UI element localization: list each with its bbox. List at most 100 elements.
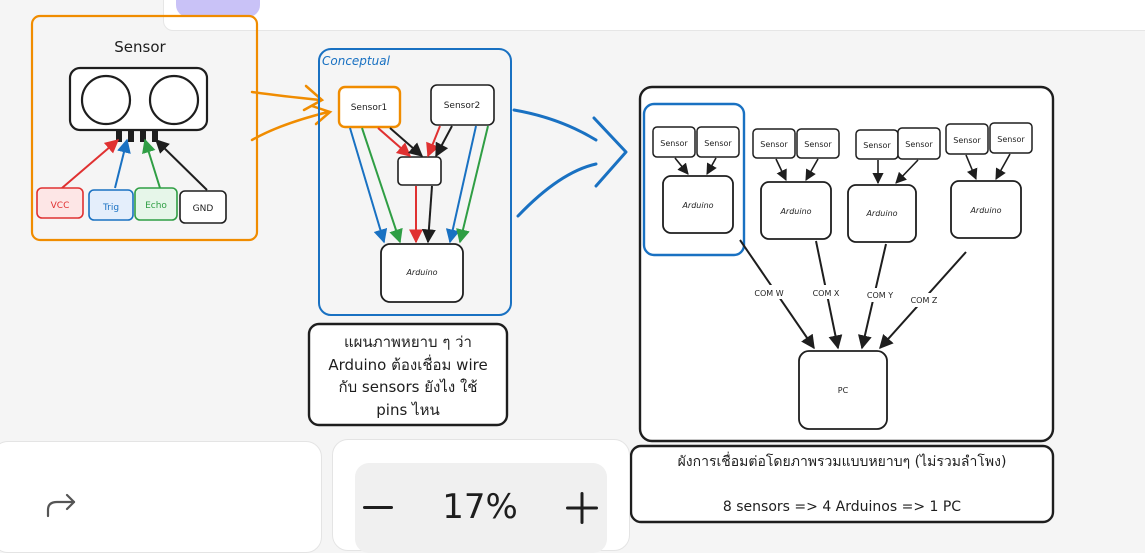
zoom-out-button[interactable]	[356, 486, 400, 530]
orange-arrow-lower	[250, 110, 330, 142]
redo-button[interactable]	[44, 488, 80, 524]
pc-label: PC	[838, 386, 849, 395]
g4-arduino-label: Arduino	[969, 206, 1001, 215]
g1-arrow-a	[674, 157, 689, 175]
g1-arrow-b	[706, 157, 717, 175]
com-y-label: COM Y	[867, 291, 893, 300]
blue-flow-arrows	[512, 108, 628, 218]
conceptual-frame[interactable]: Conceptual Sensor1 Sensor2 Arduino	[318, 48, 512, 316]
trig-pin-label: Trig	[102, 203, 119, 213]
conceptual-arduino-box	[380, 243, 464, 303]
echo-wire	[142, 138, 161, 189]
g3-arrow-b	[895, 159, 919, 184]
g3-sensor-b	[897, 127, 941, 160]
g4-arrow-b	[995, 153, 1011, 180]
zoom-in-button[interactable]	[560, 486, 604, 530]
sensor-pin-1	[116, 131, 122, 142]
sensor-pin-4	[152, 131, 158, 142]
blue-arrowhead	[592, 116, 628, 188]
conceptual-arduino-label: Arduino	[405, 268, 437, 277]
plus-icon	[566, 492, 598, 524]
g2-sensor-b	[796, 128, 840, 159]
vcc-pin-label: VCC	[51, 201, 70, 211]
vcc-wire	[61, 139, 120, 189]
g3-arduino	[847, 184, 917, 243]
g1-arduino-label: Arduino	[681, 201, 713, 210]
g1-sensor-b-label: Sensor	[704, 139, 732, 148]
g4-sensor-a	[945, 123, 989, 155]
s2-trig-wire	[445, 125, 477, 244]
gnd-wire	[155, 139, 208, 191]
note-line-1: แผนภาพหยาบ ๆ ว่า	[344, 333, 472, 351]
sensor-card-title: Sensor	[114, 38, 166, 56]
g1-arduino	[662, 175, 734, 234]
sensor-eye-right	[148, 74, 200, 126]
com-y-label-bg	[860, 288, 900, 302]
redo-arrow-icon	[46, 493, 76, 518]
note-line-2: Arduino ต้องเชื่อม wire	[328, 354, 487, 374]
gnd-pin-label: GND	[193, 204, 214, 214]
g1-sensor-a-label: Sensor	[660, 139, 688, 148]
minus-icon	[363, 506, 393, 509]
g3-sensor-b-label: Sensor	[905, 140, 933, 149]
echo-pin-label: Echo	[145, 201, 167, 211]
g3-sensor-a-label: Sensor	[863, 141, 891, 150]
s2-echo-wire	[456, 125, 489, 244]
sensor1-label: Sensor1	[351, 103, 388, 113]
s2-gnd-wire	[435, 125, 453, 158]
s1-trig-wire	[349, 127, 388, 244]
com-x-label: COM X	[813, 289, 840, 298]
pc-box	[798, 350, 888, 430]
g2-arrow-a	[775, 158, 787, 182]
junction-box	[397, 156, 442, 186]
orange-arrowhead-upper	[302, 84, 325, 112]
ultrasonic-sensor-body	[68, 66, 209, 132]
caption-line-1: ผังการเชื่อมต่อโดยภาพรวมแบบหยาบๆ (ไม่รวม…	[678, 452, 1007, 470]
g4-sensor-a-label: Sensor	[953, 136, 981, 145]
g3-arduino-label: Arduino	[865, 209, 897, 218]
sensor-card[interactable]: Sensor VCC Trig Echo GND	[30, 14, 259, 242]
note-box[interactable]: แผนภาพหยาบ ๆ ว่า Arduino ต้องเชื่อม wire…	[307, 322, 509, 427]
g2-sensor-a	[752, 128, 796, 159]
com-z-label: COM Z	[911, 296, 938, 305]
system-frame[interactable]: Sensor Sensor Arduino Sensor Sensor Ardu…	[638, 85, 1055, 443]
caption-box[interactable]: ผังการเชื่อมต่อโดยภาพรวมแบบหยาบๆ (ไม่รวม…	[629, 444, 1055, 524]
g4-sensor-b-label: Sensor	[997, 135, 1025, 144]
top-toolbar	[163, 0, 1145, 31]
s1-echo-wire	[361, 127, 403, 244]
com-z-label-bg	[904, 293, 944, 307]
com-x-label-bg	[806, 285, 846, 299]
whiteboard-canvas[interactable]: Sensor VCC Trig Echo GND Conceptual Sens…	[0, 0, 1145, 533]
junction-gnd-wire	[421, 185, 436, 244]
g4-arduino	[950, 180, 1022, 239]
g2-sensor-a-label: Sensor	[760, 140, 788, 149]
sensor-pin-3	[140, 131, 146, 142]
orange-arrow-upper	[250, 90, 322, 102]
s2-vcc-wire	[426, 125, 441, 158]
g2-arrow-b	[805, 158, 819, 181]
sensor1-box	[337, 85, 402, 129]
g1-sensor-a	[652, 126, 696, 158]
trig-pin-box	[88, 189, 134, 221]
s1-gnd-wire	[389, 127, 424, 157]
com-w-label-bg	[748, 285, 790, 299]
highlight-group-frame	[642, 102, 746, 257]
sensor2-label: Sensor2	[444, 101, 481, 111]
vcc-pin-box	[36, 187, 84, 219]
com-w-label: COM W	[754, 289, 783, 298]
conceptual-label: Conceptual	[322, 54, 391, 68]
blue-arrow-upper	[512, 108, 598, 142]
echo-pin-box	[134, 187, 178, 221]
note-line-4: pins ไหน	[376, 401, 439, 419]
g1-sensor-b	[696, 126, 740, 158]
sensor2-box	[430, 84, 495, 126]
g2-arduino	[760, 181, 832, 240]
trig-wire	[114, 138, 131, 189]
sensor-pin-2	[128, 131, 134, 142]
zoom-level-display[interactable]: 17%	[442, 487, 518, 527]
caption-line-2: 8 sensors => 4 Arduinos => 1 PC	[723, 499, 961, 515]
share-button[interactable]	[176, 0, 260, 17]
g2-sensor-b-label: Sensor	[804, 140, 832, 149]
gnd-pin-box	[179, 190, 227, 224]
g2-arduino-label: Arduino	[779, 207, 811, 216]
